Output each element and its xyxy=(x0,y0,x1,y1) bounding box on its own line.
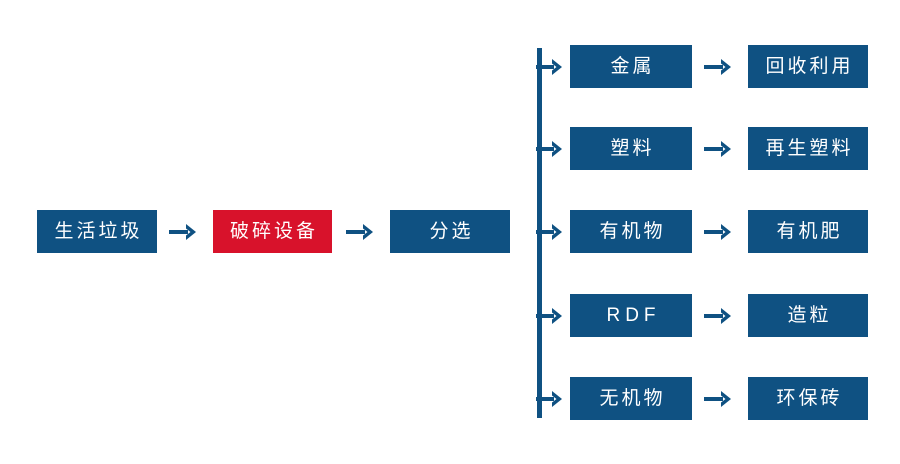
right-arrow-icon xyxy=(168,220,198,244)
right-arrow-icon xyxy=(536,304,564,328)
right-arrow-icon xyxy=(536,387,564,411)
node-fraction-inorganic[interactable]: 无机物 xyxy=(570,377,692,420)
right-arrow-icon xyxy=(703,55,733,79)
right-arrow-icon xyxy=(536,137,564,161)
node-household-waste[interactable]: 生活垃圾 xyxy=(37,210,157,253)
node-product-recycled-plastic[interactable]: 再生塑料 xyxy=(748,127,868,170)
right-arrow-icon xyxy=(703,387,733,411)
node-fraction-rdf[interactable]: RDF xyxy=(570,294,692,337)
right-arrow-icon xyxy=(536,220,564,244)
node-fraction-plastic[interactable]: 塑料 xyxy=(570,127,692,170)
right-arrow-icon xyxy=(536,55,564,79)
node-product-pelletizing[interactable]: 造粒 xyxy=(748,294,868,337)
node-product-organic-fertilizer[interactable]: 有机肥 xyxy=(748,210,868,253)
node-product-recycling[interactable]: 回收利用 xyxy=(748,45,868,88)
node-sorting[interactable]: 分选 xyxy=(390,210,510,253)
node-product-eco-brick[interactable]: 环保砖 xyxy=(748,377,868,420)
node-fraction-organic[interactable]: 有机物 xyxy=(570,210,692,253)
node-fraction-metal[interactable]: 金属 xyxy=(570,45,692,88)
right-arrow-icon xyxy=(703,304,733,328)
right-arrow-icon xyxy=(703,137,733,161)
right-arrow-icon xyxy=(345,220,375,244)
node-crushing-equipment[interactable]: 破碎设备 xyxy=(213,210,332,253)
right-arrow-icon xyxy=(703,220,733,244)
